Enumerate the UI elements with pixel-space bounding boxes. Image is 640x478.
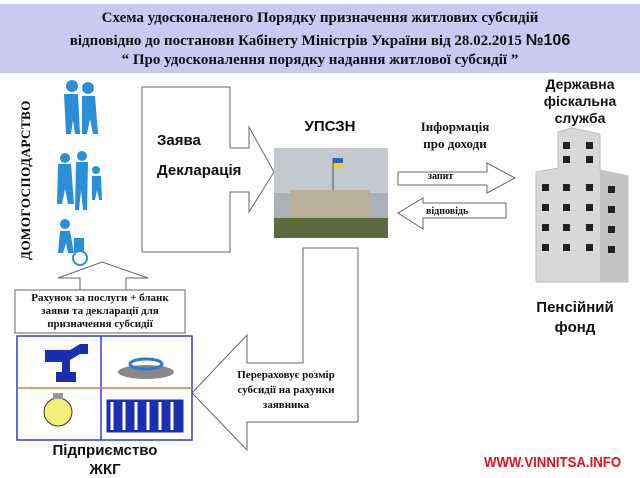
water-tap-icon xyxy=(45,344,88,382)
household-label: ДОМОГОСПОДАРСТВО xyxy=(18,100,33,260)
fiscal-line2: фіскальна xyxy=(543,93,617,109)
bill-box-text: Рахунок за послуги + бланк заяви та декл… xyxy=(15,292,185,331)
recalc-arrow xyxy=(191,247,359,452)
utility-line1: Підприємство xyxy=(52,442,158,459)
header-band xyxy=(0,4,640,73)
recalc-line3: заявника xyxy=(262,399,310,411)
application-label: Заява xyxy=(157,132,201,149)
declaration-label: Декларація xyxy=(157,162,242,179)
pension-fund-label: Пенсійний фонд xyxy=(515,298,635,338)
radiator-icon xyxy=(103,396,187,436)
fiscal-line1: Державна xyxy=(545,76,615,92)
household-people-icon xyxy=(57,80,102,266)
request-label: запит xyxy=(428,171,454,182)
upszn-label: УПСЗН xyxy=(304,118,356,135)
application-arrow xyxy=(141,86,275,253)
watermark: WWW.VINNITSA.INFO xyxy=(484,454,622,471)
response-arrow xyxy=(397,197,507,230)
recalc-line2: субсидії на рахунки xyxy=(237,384,335,396)
income-info-line2: про доходи xyxy=(423,136,487,151)
header-line2: відповідно до постанови Кабінету Міністр… xyxy=(0,32,640,50)
bill-line2: заяви та декларації для xyxy=(41,305,159,317)
pension-line2: фонд xyxy=(554,319,596,336)
fiscal-line3: служба xyxy=(554,110,606,126)
bill-box xyxy=(14,289,186,334)
upszn-building-photo xyxy=(274,148,388,238)
fiscal-service-label: Державна фіскальна служба xyxy=(530,76,630,127)
header-line1: Схема удосконаленого Порядку призначення… xyxy=(101,10,539,26)
light-bulb-icon xyxy=(43,397,73,427)
bill-line1: Рахунок за послуги + бланк xyxy=(31,292,169,304)
utility-line2: ЖКГ xyxy=(89,461,121,478)
utility-company-label: Підприємство ЖКГ xyxy=(30,441,180,478)
bill-line3: призначення субсидії xyxy=(47,318,153,330)
header-line2-text: відповідно до постанови Кабінету Міністр… xyxy=(69,33,522,49)
income-info-line1: Інформація xyxy=(420,119,490,134)
income-info-label: Інформація про доходи xyxy=(400,118,510,152)
decree-number: №106 xyxy=(525,32,571,49)
gas-burner-icon xyxy=(118,365,174,379)
utility-services-icon xyxy=(16,335,193,441)
request-arrow xyxy=(397,162,517,194)
pension-line1: Пенсійний xyxy=(536,299,614,316)
up-arrow xyxy=(57,261,149,290)
fiscal-building-icon xyxy=(535,127,629,283)
recalc-line1: Перераховує розмір xyxy=(237,369,335,381)
header-line3: “ Про удосконалення порядку надання житл… xyxy=(121,52,519,68)
recalc-text: Перераховує розмір субсидії на рахунки з… xyxy=(222,368,350,413)
response-label: відповідь xyxy=(426,206,469,217)
